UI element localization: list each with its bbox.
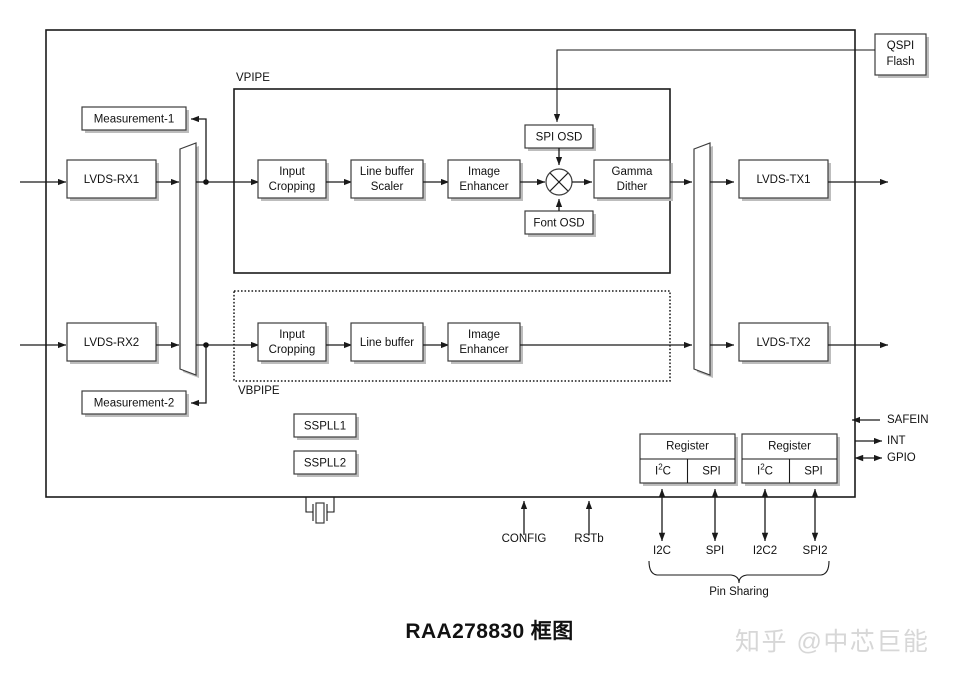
measurement-1-label: Measurement-1	[94, 114, 175, 126]
safein-pin-label: SAFEIN	[887, 414, 929, 426]
measurement-1-block	[81, 106, 187, 131]
i2c2-pin-label: I2C2	[753, 545, 777, 557]
vp-image-enhancer-label-line1: Image	[468, 166, 500, 178]
sspll1-label: SSPLL1	[304, 421, 346, 433]
lvds-rx1-block	[66, 159, 157, 199]
wire-tap-measurement2	[190, 345, 207, 407]
config-pin-label: CONFIG	[502, 533, 547, 545]
spi-pin-label: SPI	[706, 545, 725, 557]
register-2-i2c-label: I2C	[757, 462, 773, 477]
watermark-text: 知乎 @中芯巨能	[735, 628, 930, 656]
crystal-body	[315, 502, 325, 524]
vp-image-enhancer-block	[447, 159, 521, 199]
crystal-lead-left	[305, 497, 313, 513]
i2c-pin-label: I2C	[653, 545, 671, 557]
wire-qspi-to-spiosd	[553, 49, 875, 123]
sspll2-label: SSPLL2	[304, 458, 346, 470]
vbpipe-group-box	[233, 290, 671, 382]
vb-image-enhancer-block	[447, 322, 521, 362]
wire-tap-measurement1	[190, 115, 207, 182]
qspi-flash-label-line1: QSPI	[887, 40, 914, 52]
vb-image-enhancer-label-line2: Enhancer	[459, 344, 508, 356]
register-2-label: Register	[768, 441, 811, 453]
vb-image-enhancer-label-line1: Image	[468, 329, 500, 341]
font-osd-label: Font OSD	[533, 218, 584, 230]
register-1-spi-label: SPI	[702, 466, 721, 478]
gamma-dither-label-line2: Dither	[617, 181, 648, 193]
vp-image-enhancer-label-line2: Enhancer	[459, 181, 508, 193]
lvds-rx2-block	[66, 322, 157, 362]
pin-sharing-brace	[648, 560, 830, 584]
qspi-flash-block	[874, 33, 927, 76]
rstb-pin-label: RSTb	[574, 533, 603, 545]
crystal-lead-right	[327, 497, 335, 513]
vpipe-label: VPIPE	[236, 72, 270, 84]
pin-sharing-label: Pin Sharing	[709, 586, 768, 598]
sspll1-block	[293, 413, 357, 438]
page-title: RAA278830 框图	[405, 620, 574, 643]
left-mux	[179, 142, 197, 376]
measurement-2-block	[81, 390, 187, 415]
vb-input-cropping-block	[257, 322, 327, 362]
measurement-2-label: Measurement-2	[94, 398, 175, 410]
lvds-rx1-label: LVDS-RX1	[84, 174, 139, 186]
mixer-cross-2	[549, 172, 569, 192]
vp-input-cropping-label-line2: Cropping	[269, 181, 316, 193]
gpio-pin-label: GPIO	[887, 452, 916, 464]
qspi-flash-label-line2: Flash	[886, 56, 914, 68]
vp-line-buffer-scaler-block	[350, 159, 424, 199]
vb-input-cropping-label-line2: Cropping	[269, 344, 316, 356]
int-pin-label: INT	[887, 435, 906, 447]
gamma-dither-block	[593, 159, 671, 199]
register-2-spi-label: SPI	[804, 466, 823, 478]
vb-line-buffer-block	[350, 322, 424, 362]
spi-osd-label: SPI OSD	[536, 132, 583, 144]
register-1-label: Register	[666, 441, 709, 453]
spi2-pin-label: SPI2	[803, 545, 828, 557]
vbpipe-label: VBPIPE	[238, 385, 280, 397]
lvds-tx2-label: LVDS-TX2	[756, 337, 810, 349]
right-mux	[693, 142, 711, 376]
register-1-i2c-label: I2C	[655, 462, 671, 477]
vb-input-cropping-label-line1: Input	[279, 329, 305, 341]
lvds-rx2-label: LVDS-RX2	[84, 337, 139, 349]
chip-boundary	[45, 29, 856, 498]
vp-line-buffer-scaler-label-line2: Scaler	[371, 181, 404, 193]
vp-line-buffer-scaler-label-line1: Line buffer	[360, 166, 414, 178]
vp-input-cropping-block	[257, 159, 327, 199]
vp-input-cropping-label-line1: Input	[279, 166, 305, 178]
lvds-tx2-block	[738, 322, 829, 362]
lvds-tx1-block	[738, 159, 829, 199]
sspll2-block	[293, 450, 357, 475]
vb-line-buffer-label: Line buffer	[360, 337, 414, 349]
lvds-tx1-label: LVDS-TX1	[756, 174, 810, 186]
gamma-dither-label-line1: Gamma	[612, 166, 654, 178]
